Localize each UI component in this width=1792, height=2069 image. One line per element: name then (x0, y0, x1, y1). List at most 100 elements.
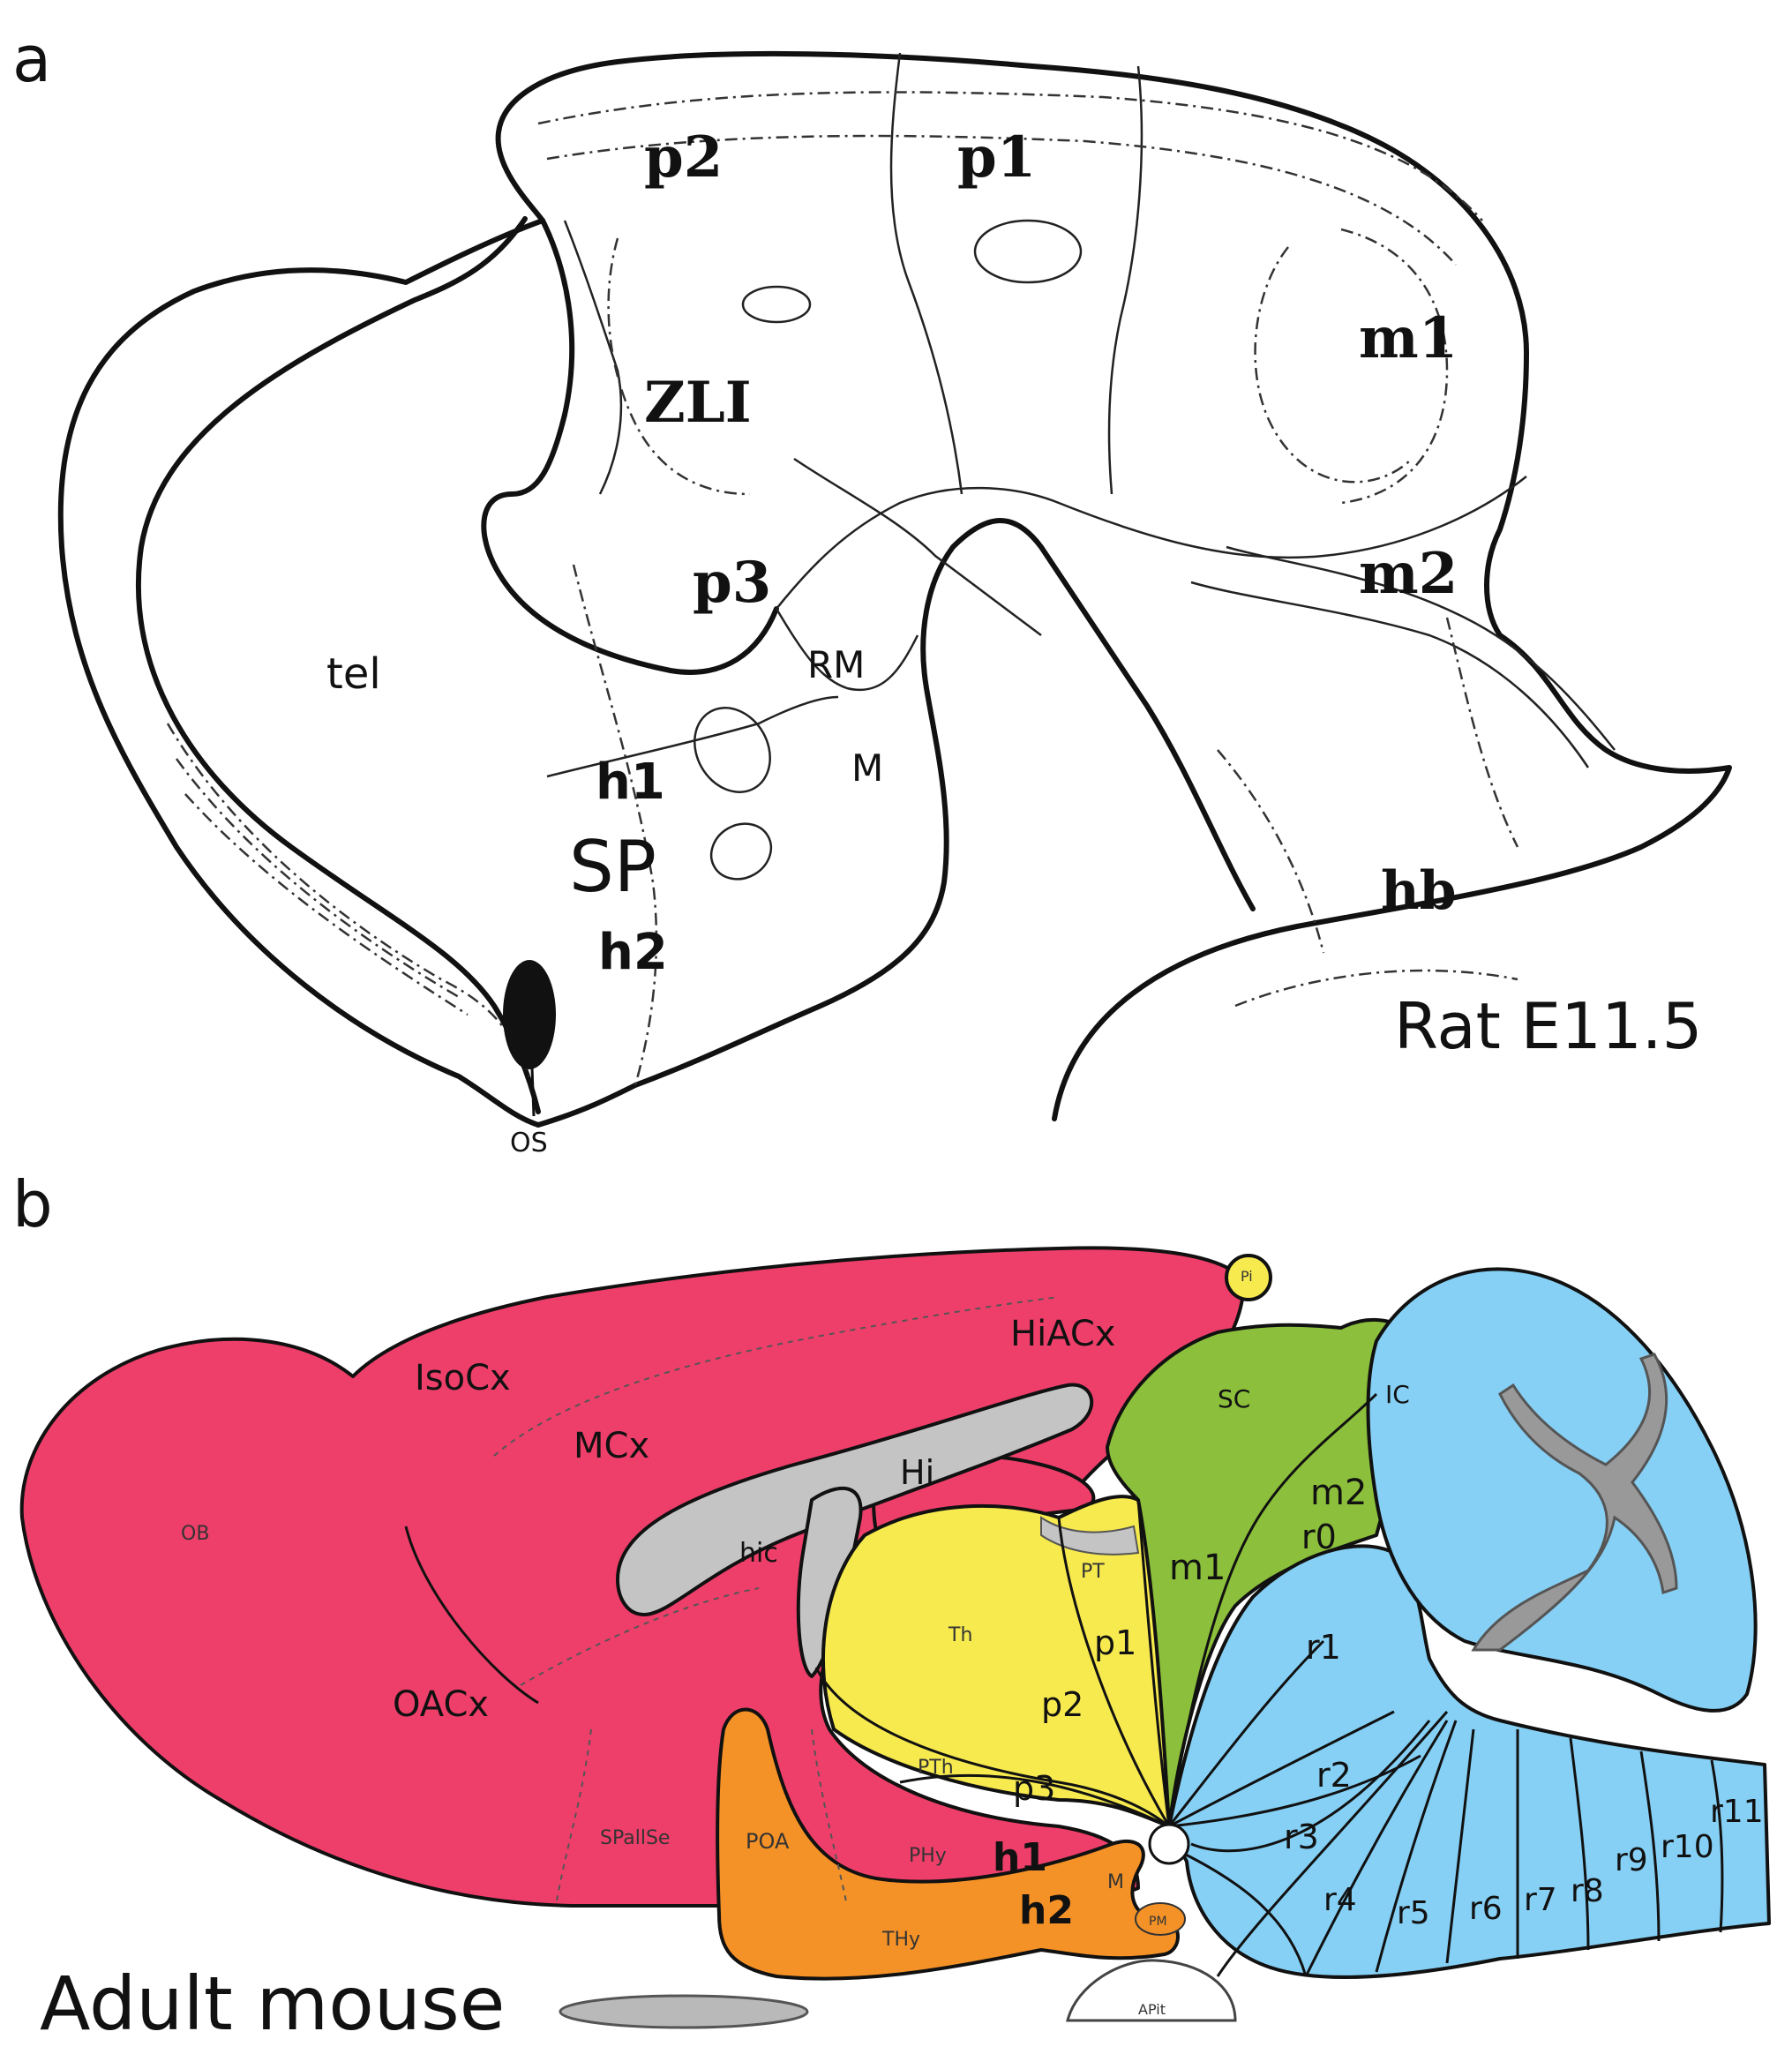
label-m: M (1107, 1871, 1124, 1893)
panel-b: b (12, 1167, 1771, 2047)
layer-line (537, 91, 1483, 221)
label-h2: h2 (1019, 1888, 1074, 1933)
label-p3: p3 (693, 550, 771, 616)
small-nucleus-outline (709, 822, 773, 881)
label-thy: THy (881, 1929, 920, 1951)
label-r3: r3 (1284, 1818, 1319, 1856)
label-r8: r8 (1571, 1873, 1604, 1909)
flexure-loop (481, 218, 779, 675)
region-pineal (1225, 1254, 1272, 1301)
panel-b-letter: b (12, 1167, 53, 1241)
label-pt: PT (1081, 1561, 1105, 1583)
boundary-line (546, 695, 839, 778)
label-stage: Rat E11.5 (1394, 989, 1703, 1063)
rhinal-sulcus (404, 1526, 539, 1705)
telencephalon-outline (57, 218, 1256, 1128)
small-nucleus-outline (741, 285, 812, 324)
label-ob: OB (181, 1523, 209, 1545)
optic-stalk-pointer (530, 1067, 536, 1117)
label-r1: r1 (1306, 1628, 1341, 1667)
label-sp: SP (569, 826, 656, 908)
ventricular-line (135, 216, 541, 1114)
label-mcx: MCx (574, 1426, 649, 1466)
boundary-line (1107, 65, 1143, 495)
label-r9: r9 (1615, 1842, 1648, 1878)
label-pi: Pi (1241, 1268, 1253, 1285)
posterior-mammillary (1135, 1902, 1186, 1936)
boundary-line (793, 457, 1042, 637)
label-hic: hic (739, 1538, 778, 1569)
label-isocx: IsoCx (415, 1358, 511, 1398)
label-os: OS (510, 1128, 548, 1158)
layer-line (184, 793, 469, 1016)
label-sc: SC (1218, 1384, 1250, 1413)
label-p2: p2 (1041, 1685, 1083, 1724)
boundary-line (775, 608, 919, 692)
label-apit: APit (1138, 2001, 1166, 2018)
layer-line (175, 758, 460, 999)
cerebellar-arbor-vitae (1471, 1353, 1678, 1652)
optic-stalk-marker (503, 960, 556, 1069)
hypophyseal-stalk (1148, 1823, 1190, 1865)
label-hb: hb (1381, 860, 1457, 922)
label-th: Th (948, 1624, 972, 1646)
anterior-pituitary (1066, 1959, 1237, 2022)
label-poa: POA (746, 1829, 790, 1854)
label-phy: PHy (909, 1845, 947, 1867)
label-zli: ZLI (644, 370, 752, 436)
layer-line (1254, 246, 1413, 484)
label-m2: m2 (1310, 1473, 1367, 1513)
label-m1: m1 (1359, 305, 1458, 371)
boundary-line (889, 52, 963, 495)
layer-line (1217, 749, 1325, 954)
label-m: M (851, 746, 883, 790)
rhombomere-boundaries (1167, 1639, 1724, 1977)
label-r11: r11 (1710, 1794, 1764, 1830)
label-h2: h2 (598, 924, 668, 981)
label-r10: r10 (1661, 1829, 1714, 1865)
label-r4: r4 (1323, 1882, 1357, 1918)
label-h1: h1 (596, 753, 665, 811)
layer-line (1445, 617, 1519, 848)
layer-line (1234, 969, 1518, 1008)
label-p1: p1 (957, 124, 1036, 191)
optic-chiasm (559, 1994, 809, 2029)
label-h1: h1 (993, 1835, 1047, 1880)
boundary-line (1226, 545, 1616, 751)
label-rm: RM (807, 643, 865, 686)
label-hi: Hi (900, 1453, 934, 1492)
label-pth: PTh (918, 1757, 954, 1779)
label-p3: p3 (1013, 1769, 1055, 1808)
label-r2: r2 (1316, 1756, 1352, 1795)
boundary-line (1190, 581, 1590, 768)
cortical-boundary (811, 1728, 848, 1907)
label-m1: m1 (1169, 1548, 1226, 1588)
label-oacx: OACx (393, 1684, 489, 1725)
label-species: Adult mouse (40, 1960, 505, 2047)
label-r6: r6 (1469, 1891, 1503, 1927)
layer-line (546, 134, 1457, 266)
neural-tube-outer-outline (495, 50, 1732, 1121)
panel-a-letter: a (12, 22, 51, 96)
boundary-line (776, 476, 1527, 610)
panel-a: a (12, 22, 1732, 1158)
layer-line (166, 723, 531, 1077)
layer-line (607, 237, 751, 496)
label-r7: r7 (1524, 1882, 1557, 1918)
layer-line (1340, 228, 1449, 505)
label-p1: p1 (1094, 1623, 1136, 1662)
cortical-boundary (555, 1728, 592, 1907)
label-spallse: SPallSe (600, 1827, 670, 1849)
boundary-line (563, 220, 623, 495)
cortical-boundary (520, 1587, 760, 1686)
label-hiacx: HiACx (1010, 1314, 1115, 1354)
label-pm: PM (1149, 1915, 1167, 1929)
label-p2: p2 (644, 124, 723, 191)
label-tel: tel (326, 649, 381, 699)
label-r5: r5 (1397, 1895, 1430, 1931)
layer-line (572, 564, 658, 1086)
region-midbrain (1106, 1317, 1427, 1828)
small-nucleus-outline (694, 707, 771, 793)
label-m2: m2 (1359, 541, 1458, 607)
